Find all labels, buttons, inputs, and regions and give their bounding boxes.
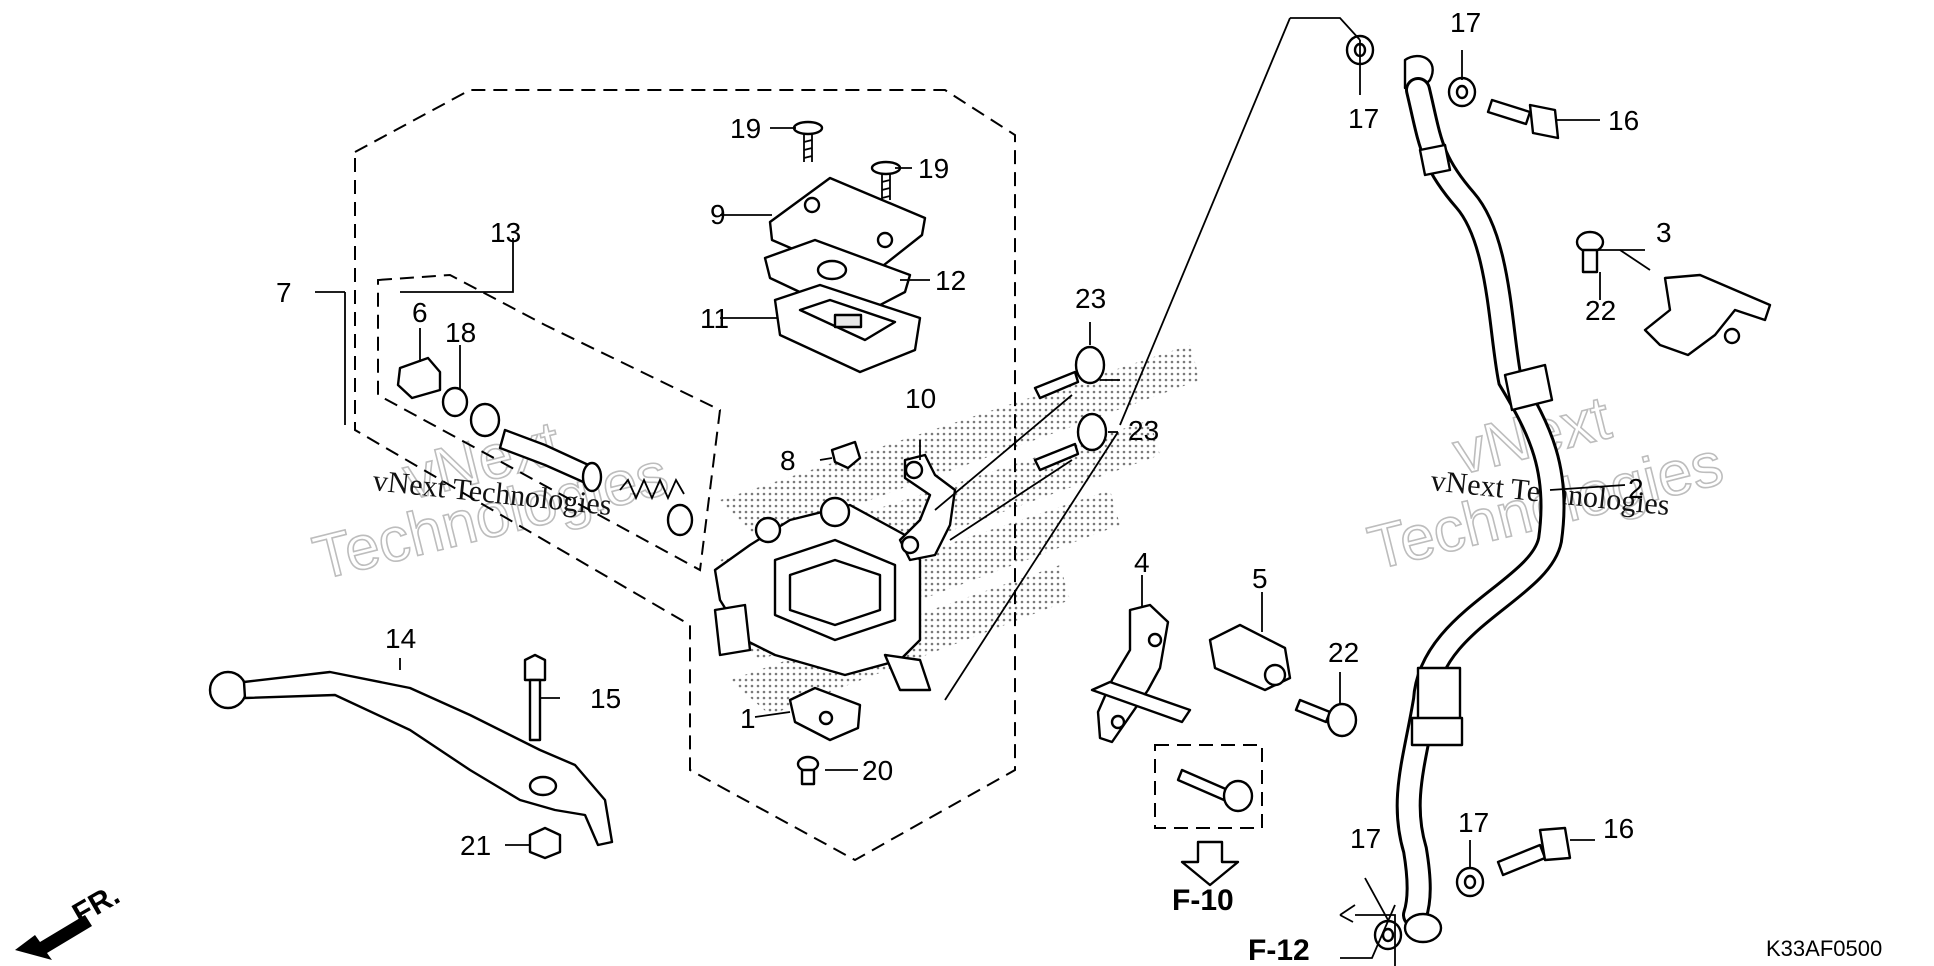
oil-bolt-bottom [1496,826,1572,877]
callout-1: 1 [740,703,756,734]
callout-4: 4 [1134,547,1150,578]
callout-20: 20 [862,755,893,786]
switch-bolt-outline [1154,744,1263,829]
callout-3: 3 [1656,217,1672,248]
master-cylinder-body [713,496,932,692]
f10-arrow [1180,840,1240,887]
callout-19-b: 19 [918,153,949,184]
callout-7: 7 [276,277,292,308]
callout-19-a: 19 [730,113,761,144]
callout-5: 5 [1252,563,1268,594]
cover-screw-a [792,120,824,162]
clip [830,440,862,470]
pivot-nut [528,826,562,860]
sealing-washer-bottom-left [1373,919,1403,951]
piston-set-outline [377,273,722,572]
switch-bracket [1090,603,1192,744]
switch-bolt [1294,698,1358,738]
master-cylinder-assembly-outline [354,89,1016,862]
callout-13: 13 [490,217,521,248]
callout-9: 9 [710,199,726,230]
piston-spring [619,477,694,537]
handlebar-holder [898,453,957,562]
callout-22-bottom: 22 [1328,637,1359,668]
callout-22-top: 22 [1585,295,1616,326]
master-piston [498,428,603,493]
leader-lines [315,17,1651,966]
diaphragm [773,283,922,374]
callout-2: 2 [1628,473,1644,504]
brake-switch [1208,623,1292,692]
front-stop-switch [788,686,862,742]
callout-23-b: 23 [1128,415,1159,446]
switch-screw [796,755,820,786]
diaphragm-plate [763,238,912,320]
callout-21: 21 [460,830,491,861]
hose-clamp [1643,273,1772,357]
callout-labels: 1 2 3 4 5 6 7 8 9 10 11 12 13 14 15 16 1… [276,7,1672,861]
callout-17-top-left: 17 [1348,103,1379,134]
callout-6: 6 [412,297,428,328]
callout-11: 11 [700,303,729,334]
callout-16-bottom: 16 [1603,813,1634,844]
callout-15: 15 [590,683,621,714]
brake-lever [208,670,614,847]
reference-f10: F-10 [1172,884,1234,917]
holder-bolt-lower [1033,412,1108,472]
callout-23-a: 23 [1075,283,1106,314]
diagram-code: K33AF0500 [1766,936,1882,961]
holder-bolt-upper [1033,345,1106,400]
dust-seal-boot [396,356,442,400]
callout-8: 8 [780,445,796,476]
sealing-washer-top-right [1447,76,1477,108]
sealing-washer-bottom-right [1455,866,1485,898]
reference-f12: F-12 [1248,934,1310,966]
front-direction-arrow [15,915,92,960]
switch-mount-bolt [1176,768,1254,813]
oil-bolt-top [1486,98,1560,140]
callout-10: 10 [905,383,936,414]
callout-12: 12 [935,265,966,296]
callout-14: 14 [385,623,416,654]
piston-cup [469,402,501,438]
callout-18: 18 [445,317,476,348]
callout-16-top: 16 [1608,105,1639,136]
brake-hose [1395,54,1566,944]
callout-17-bottom-right: 17 [1458,807,1489,838]
callout-17-top-right: 17 [1450,7,1481,38]
callout-17-bottom-left: 17 [1350,823,1381,854]
lever-pivot-bolt [523,653,547,742]
clamp-bolt [1575,230,1605,274]
circlip [441,386,469,418]
watermark-left: vNext Technologies vNext Technologies [306,407,675,594]
